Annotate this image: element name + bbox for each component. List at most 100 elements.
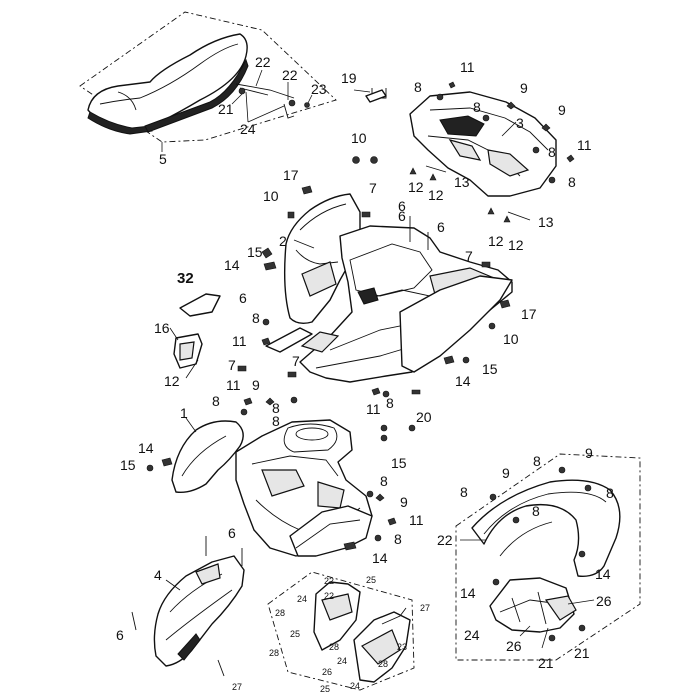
part-number-label: 12 — [428, 187, 444, 203]
side-panel-group — [169, 327, 203, 379]
grommet-14-a — [263, 261, 277, 271]
rear-fender-right-arch — [399, 275, 513, 373]
clip-20-c — [380, 434, 388, 442]
part-number-label: 23 — [397, 642, 407, 652]
callout-reflector-pad: 32 — [177, 270, 194, 287]
part-number-label: 8 — [414, 79, 422, 95]
part-number-label: 9 — [558, 102, 566, 118]
hardware — [131, 81, 592, 677]
part-number-label: 28 — [275, 608, 285, 618]
callout-small-fender-14b: 14 — [595, 566, 611, 582]
bolt-15-a — [261, 247, 273, 259]
part-number-label: 7 — [292, 353, 300, 369]
nut-14-sf-a — [492, 578, 500, 586]
small-fender-bracket — [489, 577, 575, 633]
grommet-14-d — [343, 541, 357, 551]
part-number-label: 17 — [521, 306, 537, 322]
front-nose-cover — [153, 555, 245, 667]
part-number-label: 15 — [247, 244, 263, 260]
callout-rear-fender-left: 2 — [279, 233, 287, 249]
nut-8-d — [382, 390, 390, 398]
seat-base-rear — [144, 58, 249, 133]
part-number-label: 25 — [366, 575, 376, 585]
clip-9-top-a — [506, 101, 516, 110]
clip-10-b — [370, 156, 378, 164]
support-rod-frame — [365, 89, 387, 103]
part-number-label: 22 — [324, 591, 334, 601]
part-number-label: 11 — [409, 512, 424, 528]
callout-seat-bracket-a: 22 — [255, 54, 271, 70]
part-number-label: 12 — [164, 373, 180, 389]
part-number-label: 25 — [290, 629, 300, 639]
part-number-label: 6 — [437, 219, 445, 235]
part-number-label: 8 — [380, 473, 388, 489]
front-cover — [153, 555, 245, 667]
part-number-label: 15 — [482, 361, 498, 377]
clip-9-top-b — [541, 123, 551, 132]
part-number-label: 15 — [391, 455, 407, 471]
part-number-label: 14 — [138, 440, 154, 456]
seat-screw — [304, 102, 310, 108]
nut-21-sf-b — [578, 624, 586, 632]
part-number-label: 7 — [228, 357, 236, 373]
part-number-label: 26 — [322, 667, 332, 677]
callout-small-fender-21a: 21 — [538, 655, 554, 671]
callout-small-fender-14a: 14 — [460, 585, 476, 601]
part-number-label: 27 — [232, 682, 242, 692]
part-number-label: 14 — [224, 257, 240, 273]
nut-8-top-b — [482, 114, 490, 122]
callout-rod: 19 — [341, 70, 357, 86]
clip-7-d — [287, 371, 297, 378]
rear-storage-box — [409, 91, 557, 197]
part-number-label: 14 — [372, 550, 388, 566]
clip-10-d — [488, 322, 496, 330]
inner-mudguards-boundary — [267, 571, 415, 691]
clip-12-c — [487, 207, 495, 215]
part-number-label: 10 — [263, 188, 279, 204]
rear-fender-assembly — [265, 193, 513, 383]
seat-group-boundary — [79, 11, 337, 143]
rivet-13-b — [507, 211, 531, 221]
seat-group — [79, 11, 337, 152]
part-number-label: 11 — [232, 333, 247, 349]
part-number-label: 22 — [324, 576, 334, 586]
clip-17-b — [499, 299, 511, 309]
part-number-label: 11 — [577, 137, 592, 153]
callout-front-fender: 1 — [180, 405, 188, 421]
grommet-14-b — [443, 355, 455, 365]
callout-small-fender-26b: 26 — [506, 638, 522, 654]
rear-reflector-strip — [265, 327, 313, 353]
bolt-11-b — [243, 397, 253, 406]
nut-8-sf-d — [512, 516, 520, 524]
part-number-label: 10 — [351, 130, 367, 146]
callout-front-cover: 4 — [154, 567, 162, 583]
nut-14-sf-b — [578, 550, 586, 558]
bolt-11-right — [566, 154, 575, 163]
small-fender-mount — [544, 595, 577, 621]
clip-9-b — [265, 397, 275, 406]
part-number-label: 24 — [350, 681, 360, 691]
seat-hook — [283, 103, 295, 119]
nut-8-sf-b — [558, 466, 566, 474]
part-number-label: 6 — [239, 290, 247, 306]
clip-10-c — [287, 211, 295, 219]
clip-7-c — [237, 365, 247, 372]
callout-small-fender-8c: 8 — [533, 453, 541, 469]
bolt-11-d — [387, 517, 397, 526]
part-number-label: 27 — [420, 603, 430, 613]
part-number-label: 8 — [386, 395, 394, 411]
seat-latch-bolt — [238, 87, 246, 95]
callout-side-panel: 16 — [154, 320, 170, 336]
bolt-11-mid — [261, 337, 271, 346]
callout-small-fender: 22 — [437, 532, 453, 548]
nut-15-b — [462, 356, 470, 364]
bolt-11-top — [448, 81, 456, 89]
part-number-label: 8 — [212, 393, 220, 409]
part-number-label: 8 — [548, 144, 556, 160]
clip-7-b — [481, 261, 491, 268]
support-rod-group — [353, 88, 387, 103]
nut-15-c — [146, 464, 154, 472]
part-number-label: 24 — [337, 656, 347, 666]
